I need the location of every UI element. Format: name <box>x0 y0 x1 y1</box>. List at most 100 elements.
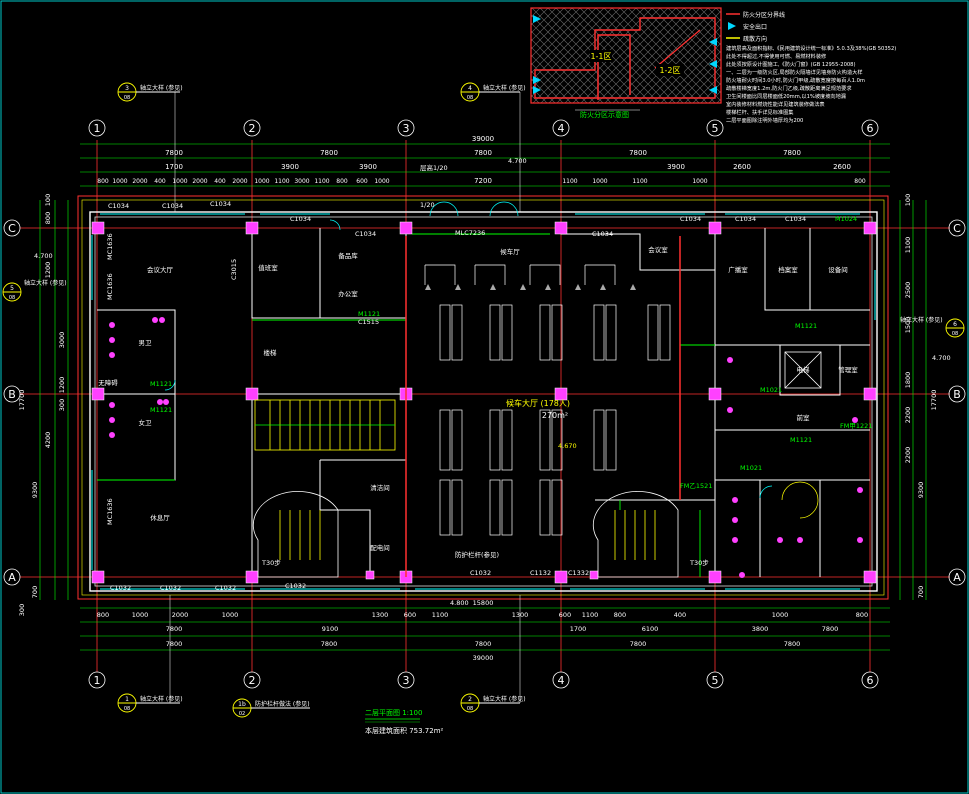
tag: C3015 <box>230 259 238 280</box>
tag: C1034 <box>735 215 756 223</box>
dim: 1100 <box>562 178 577 185</box>
tag: C1034 <box>210 200 231 208</box>
dim: 2200 <box>904 407 912 424</box>
eave-line <box>81 199 885 596</box>
column <box>708 387 722 401</box>
tag: MC1636 <box>106 498 114 525</box>
column <box>365 570 375 580</box>
dim: 1500 <box>904 317 912 334</box>
dim: 2000 <box>192 178 207 185</box>
dim: 4200 <box>44 432 52 449</box>
tag: C1032 <box>285 582 306 590</box>
axis-bubble <box>243 671 261 689</box>
callout-text: 防护栏杆做法 (参见) <box>255 700 310 708</box>
bench <box>439 304 451 361</box>
bench <box>501 479 513 536</box>
column <box>245 570 259 584</box>
dim: 1100 <box>582 611 599 619</box>
axis-label: 3 <box>403 674 410 687</box>
dim: 1200 <box>58 377 66 394</box>
tag: C1032 <box>110 584 131 592</box>
exit-arrow <box>533 15 541 23</box>
tag: FM乙1521 <box>680 482 712 490</box>
detail-callout <box>117 595 180 713</box>
room-label: 办公室 <box>338 289 358 298</box>
room-label: 男卫 <box>139 339 153 347</box>
room-label: 前室 <box>797 413 811 422</box>
tag: C1034 <box>592 230 613 238</box>
detail-callout <box>117 82 180 212</box>
axis-bubble <box>948 385 966 403</box>
axis-label: 3 <box>403 122 410 135</box>
dim: 800 <box>97 611 109 619</box>
tag: FM甲1221 <box>840 422 872 430</box>
callout-num: 1 <box>125 696 129 703</box>
seating <box>424 264 671 536</box>
dim: 9100 <box>322 625 339 633</box>
tag: C1034 <box>290 215 311 223</box>
tag: M1021 <box>740 464 762 472</box>
callout-text: 轴立大样 (参见) <box>140 695 183 703</box>
axis-bubble <box>552 119 570 137</box>
note: 疏散楼梯宽度1.2m,防火门乙级,疏散距离满足规范要求 <box>726 84 852 92</box>
dim: 1800 <box>904 372 912 389</box>
dim: 9300 <box>917 482 925 499</box>
exit-arrow <box>709 86 717 94</box>
bench <box>501 409 513 471</box>
dim: 1100 <box>274 178 289 185</box>
hall-name: 候车大厅 (178人) <box>506 398 570 408</box>
dim: 3000 <box>294 178 309 185</box>
dim: 1100 <box>432 611 449 619</box>
tag: C1132 <box>530 569 551 577</box>
bench <box>439 409 451 471</box>
dim: 2500 <box>904 282 912 299</box>
room-label: 楼梯 <box>264 348 278 357</box>
dim: 1000 <box>132 611 149 619</box>
dim: 400 <box>154 178 166 185</box>
dim: 6100 <box>642 625 659 633</box>
dim: 1100 <box>314 178 329 185</box>
tag: C1034 <box>108 202 129 210</box>
tag: C1034 <box>162 202 183 210</box>
note: 层高1/20 <box>420 163 448 172</box>
axis-label: 2 <box>249 674 256 687</box>
dim: 700 <box>917 586 925 598</box>
stair-west <box>252 491 339 578</box>
tag: C1515 <box>358 318 379 326</box>
zone2-label: 1-2区 <box>659 66 680 75</box>
axis-bubble <box>243 119 261 137</box>
drawing-title-block: 二层平面图 1:100 本层建筑面积 753.72m² <box>365 709 444 735</box>
note: 建筑层高及面积指标,《民用建筑设计统一标准》5.0.3及38%(GB 50352… <box>726 44 896 52</box>
dim: 100 <box>44 194 52 206</box>
dim: 1000 <box>592 178 607 185</box>
column <box>554 221 568 235</box>
column <box>863 570 877 584</box>
dim: 7800 <box>320 149 338 157</box>
room-label: 备品库 <box>338 251 358 260</box>
axis-bubble <box>948 219 966 237</box>
dim: 600 <box>356 178 368 185</box>
dim: 7800 <box>783 149 801 157</box>
zone-split-line <box>597 34 631 100</box>
axis-label: 1 <box>94 122 101 135</box>
callout-text: 轴立大样 (参见) <box>483 84 526 92</box>
dimension-text-left: 100 800 1200 3000 1200 300 4200 9300 700… <box>18 194 66 616</box>
dim: 7800 <box>474 149 492 157</box>
dim: 800 <box>614 611 626 619</box>
dim: 1200 <box>44 262 52 279</box>
dim: 1300 <box>372 611 389 619</box>
room-label: 档案室 <box>778 265 798 274</box>
tag: MC1636 <box>106 273 114 300</box>
bench <box>605 304 617 361</box>
stair-notes: 防护栏杆(参见) T30步 T30步 层高1/20 1/20 <box>261 163 709 567</box>
callout-sub: 08 <box>124 95 130 101</box>
general-notes: 建筑层高及面积指标,《民用建筑设计统一标准》5.0.3及38%(GB 50352… <box>726 44 896 124</box>
level-markers: 4.700 4.700 4.800 4.700 4.670 <box>34 157 951 607</box>
dim: 2600 <box>833 163 851 171</box>
legend-title: 防火分区示意图 <box>580 110 629 119</box>
room-label: 管理室 <box>838 365 858 374</box>
zone2-label-bg <box>656 64 684 76</box>
columns <box>91 221 877 584</box>
callout-num: 6 <box>953 321 957 328</box>
column <box>554 570 568 584</box>
